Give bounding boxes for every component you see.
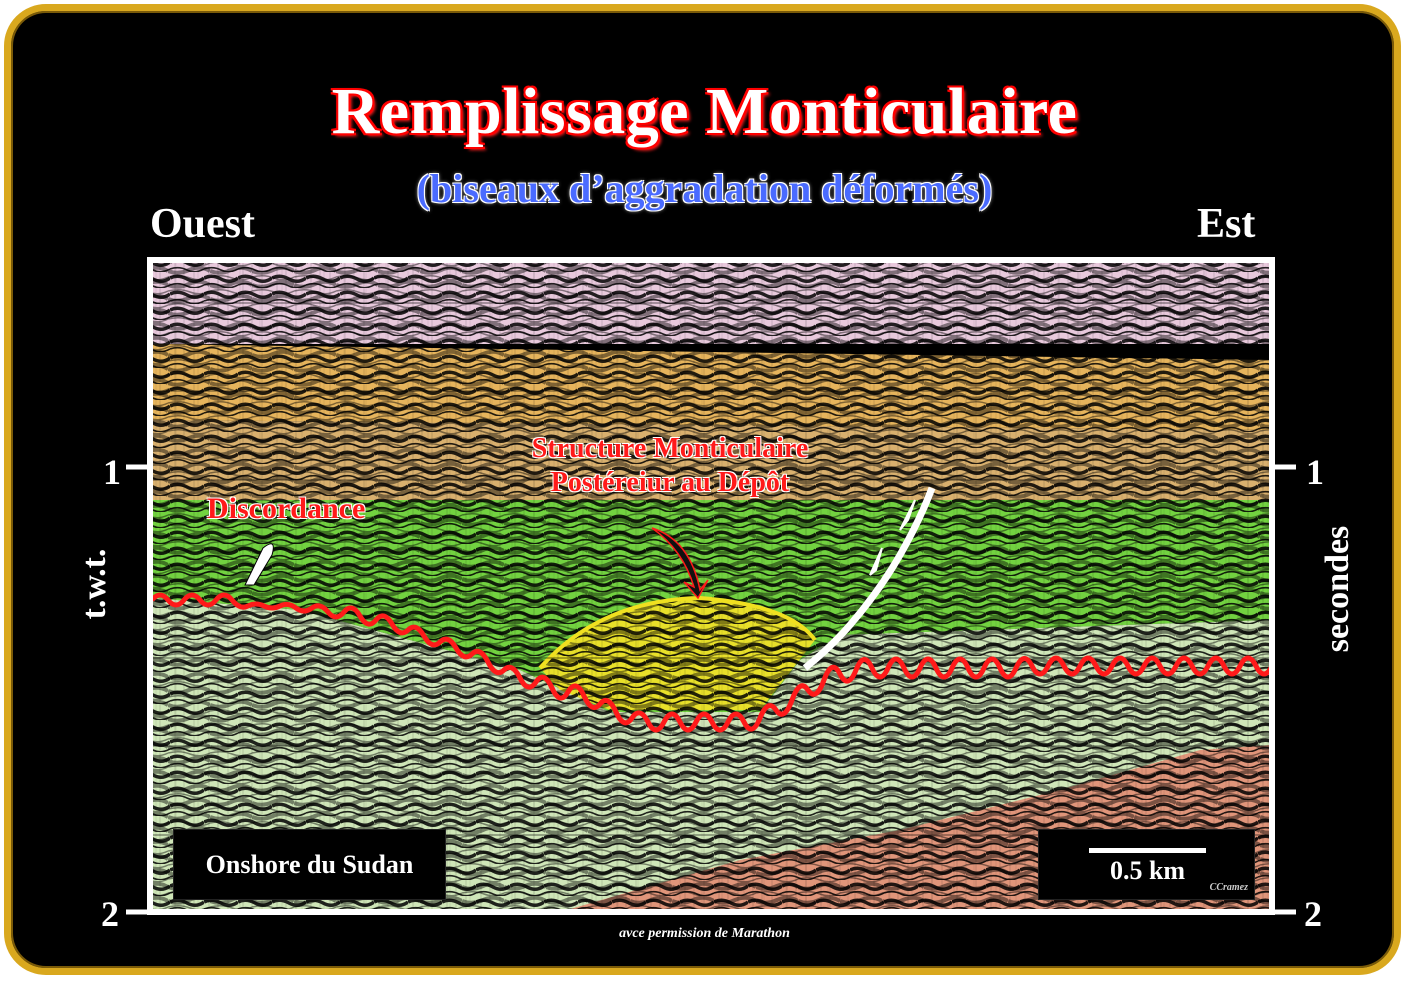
- scale-label: 0.5 km: [1109, 856, 1186, 885]
- west-label: Ouest: [150, 201, 255, 247]
- right-tick-1: 1: [1306, 452, 1324, 492]
- mound-outline: [538, 595, 817, 670]
- east-label: Est: [1197, 201, 1256, 247]
- fault-arrows: [869, 499, 916, 576]
- structure-label-line1: Structure Monticulaire: [531, 433, 809, 464]
- structure-arrow: [651, 527, 709, 600]
- page-subtitle: (biseaux d’aggradation déformés): [416, 166, 993, 211]
- location-box: Onshore du Sudan: [173, 829, 446, 900]
- left-tick-2: 2: [101, 894, 119, 934]
- scale-box: 0.5 km CCramez: [1038, 829, 1255, 900]
- scale-bar: [1089, 848, 1206, 853]
- left-tick-1: 1: [103, 452, 121, 492]
- unconformity-line: [152, 592, 1270, 733]
- author-watermark: CCramez: [1209, 882, 1248, 893]
- right-tick-2: 2: [1304, 894, 1322, 934]
- structure-label: Structure Monticulaire Postéreiur au Dép…: [470, 432, 870, 500]
- credit-line: avce permission de Marathon: [619, 926, 790, 941]
- page-title: Remplissage Monticulaire: [331, 75, 1078, 148]
- discordance-arrow: [244, 543, 274, 586]
- fault-line: [802, 486, 936, 671]
- structure-label-line2: Postéreiur au Dépôt: [550, 467, 790, 498]
- section-border: [147, 257, 1275, 915]
- discordance-label: Discordance: [207, 492, 366, 525]
